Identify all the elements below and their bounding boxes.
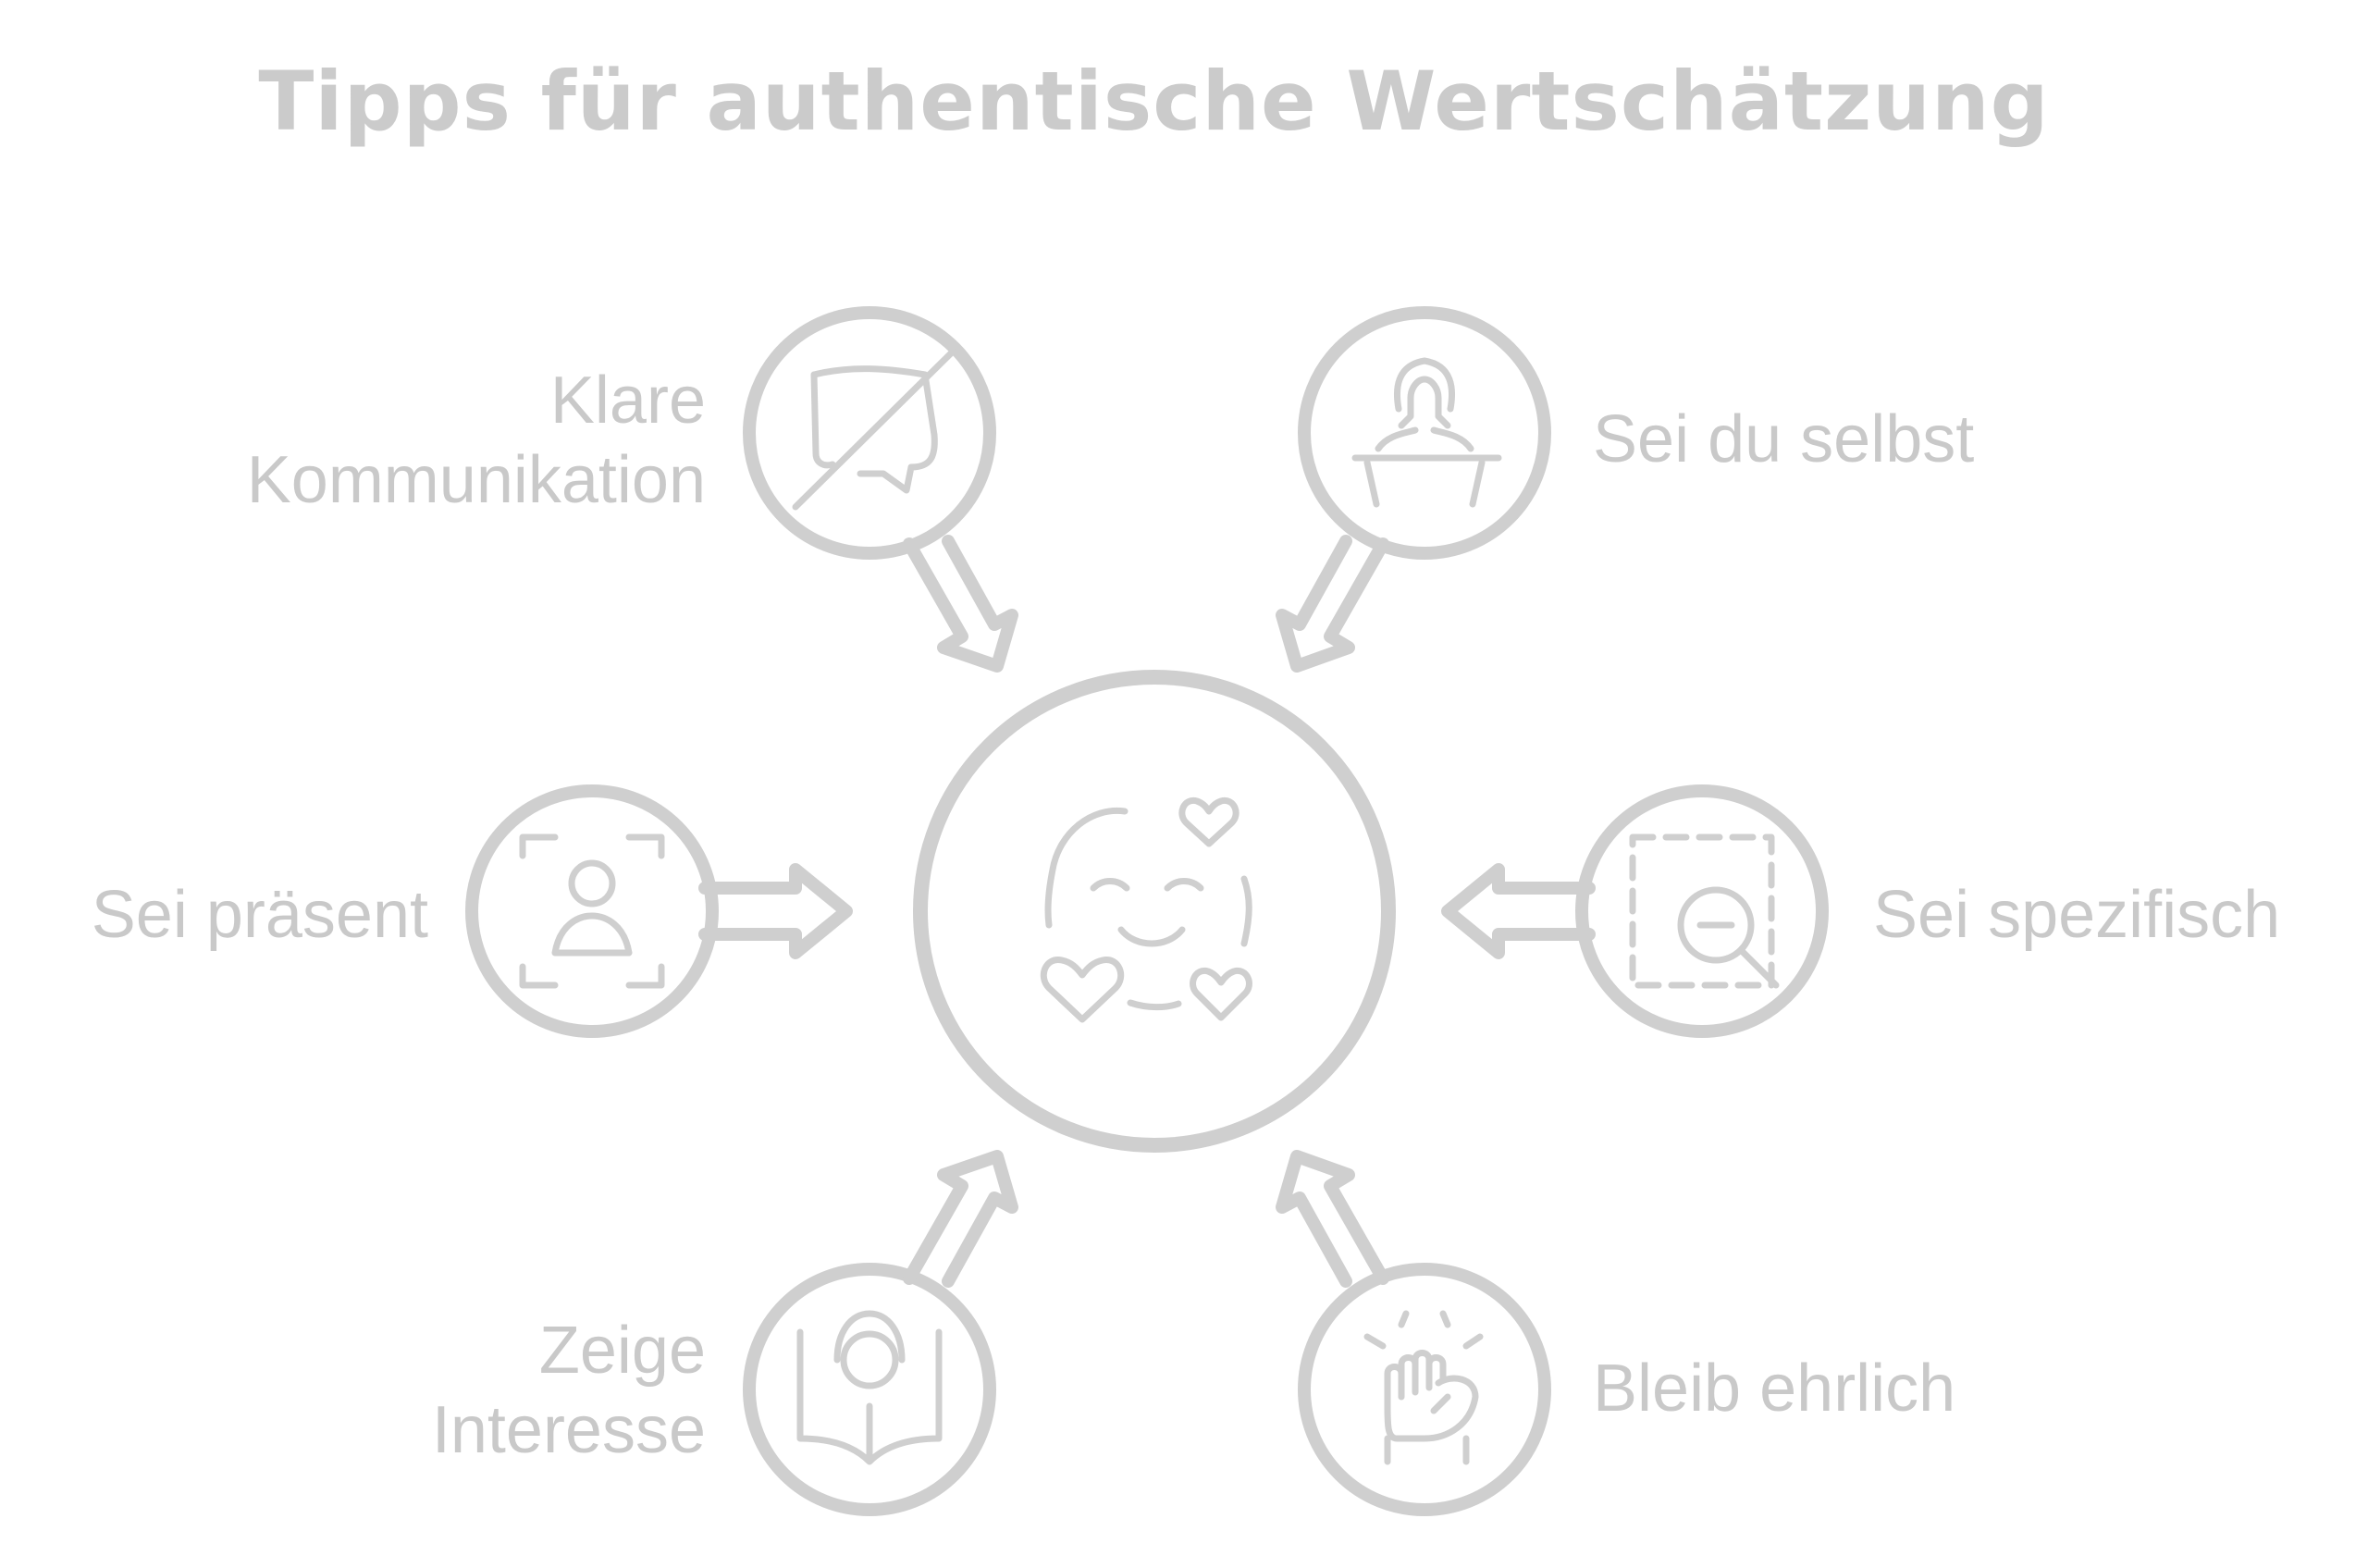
person-in-focus-frame-icon [519,833,665,989]
tip-label-zeige: Zeige Interesse [431,1314,706,1467]
tip-label-selbst: Sei du selbst [1593,402,1975,476]
tip-label-ehrlich: Bleib ehrlich [1593,1352,1956,1426]
smiling-face-with-hearts-icon [1040,796,1252,1023]
person-at-desk-icon [1351,357,1502,508]
tip-node-spezifisch [1441,784,1829,1038]
tip-node-zeige [743,1150,1018,1516]
tip-node-selbst [1276,306,1551,673]
tip-node-ehrlich [1276,1150,1551,1516]
person-with-book-icon [796,1310,943,1465]
magnifier-icon [1677,886,1780,989]
tip-node-klare [743,306,1018,673]
page-title: Tipps für authentische Wertschätzung [258,54,2050,149]
tip-label-praesent: Sei präsent [91,878,428,952]
tip-label-klare: Klare Kommunikation [246,364,706,517]
no-speech-bubble-icon [792,348,956,511]
raised-fist-icon [1363,1310,1484,1465]
magnifier-in-frame-icon [1629,833,1775,989]
tip-label-spezifisch: Sei spezifisch [1873,878,2281,952]
tip-node-praesent [465,784,853,1038]
center-node [913,670,1396,1153]
